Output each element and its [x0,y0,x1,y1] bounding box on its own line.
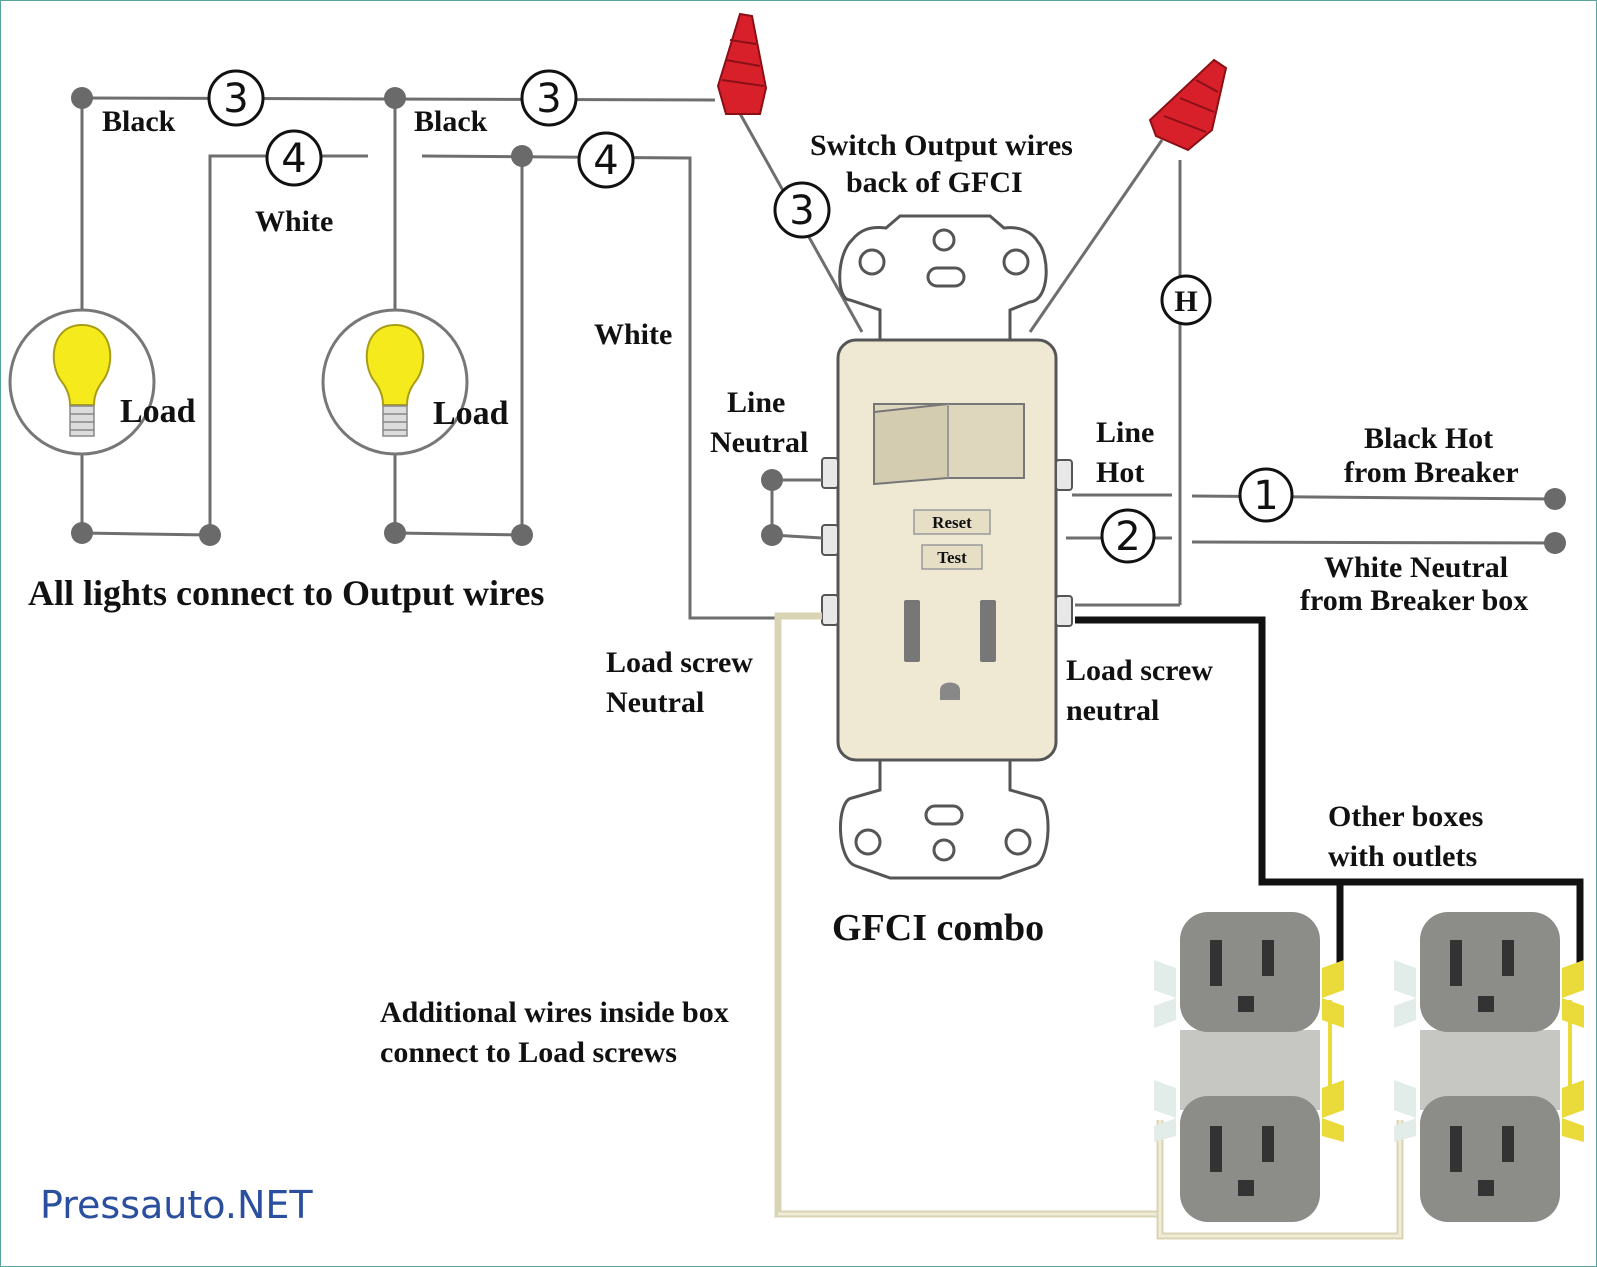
label-line-hot-1: Line [1096,416,1154,449]
marker-3-text: 3 [223,76,248,122]
label-other-boxes-2: with outlets [1328,840,1477,873]
duplex-outlet-2 [1394,912,1584,1222]
line-neutral-wires [761,469,823,546]
label-black-hot-1: Black Hot [1364,422,1493,455]
load-neutral-cream-wire [774,612,1404,1240]
label-white-mid: White [594,318,672,351]
junction-dots [71,87,533,546]
marker-1-text: 1 [1253,473,1278,519]
bulb-icon [365,323,425,437]
bulb-icon [52,323,112,437]
label-other-boxes-1: Other boxes [1328,800,1483,833]
wire-nut-icon [1148,58,1228,152]
labels: Black Black White White Load Load All li… [28,105,1528,1227]
duplex-outlet-1 [1154,912,1344,1222]
label-black-hot-2: from Breaker [1344,456,1519,489]
label-white-top: White [255,205,333,238]
label-line-neutral-1: Line [727,386,785,419]
marker-3-text: 3 [789,188,814,234]
marker-2-text: 2 [1115,514,1140,560]
wire-nut-icon [716,12,768,115]
label-line-hot-2: Hot [1096,456,1144,489]
marker-2: 2 [1100,508,1156,564]
label-additional-wires-2: connect to Load screws [380,1036,677,1069]
marker-4: 4 [577,131,635,189]
marker-h-text: H [1174,285,1197,318]
label-all-lights: All lights connect to Output wires [28,573,544,613]
label-load-screw-neutral-right-1: Load screw [1066,654,1213,687]
light-fixture-1 [8,308,156,456]
label-load-2: Load [433,395,509,432]
gfci-receptacle [904,600,996,700]
reset-button: Reset [913,509,991,535]
marker-4-text: 4 [593,138,618,184]
label-additional-wires-1: Additional wires inside box [380,996,729,1029]
marker-3: 3 [207,69,265,127]
marker-h: H [1160,274,1212,326]
marker-1: 1 [1238,467,1294,523]
watermark-text: Pressauto.NET [40,1183,313,1227]
label-load-1: Load [120,393,196,430]
label-gfci-combo: GFCI combo [832,907,1044,949]
label-white-neutral-1: White Neutral [1324,551,1508,584]
marker-3: 3 [773,181,831,239]
label-load-screw-neutral-left-2: Neutral [606,686,704,719]
light-fixture-2 [321,308,469,456]
label-line-neutral-2: Neutral [710,426,808,459]
test-label: Test [937,548,967,567]
marker-4-text: 4 [281,136,306,182]
rocker-switch [873,402,1025,486]
test-button: Test [921,544,983,570]
label-switch-output-1: Switch Output wires [810,129,1073,162]
label-black-1: Black [102,105,176,138]
label-load-screw-neutral-right-2: neutral [1066,694,1159,727]
label-white-neutral-2: from Breaker box [1300,584,1528,617]
load-hot-black-wire [1075,616,1584,965]
marker-3-text: 3 [536,76,561,122]
marker-4: 4 [265,129,323,187]
label-black-2: Black [414,105,488,138]
reset-label: Reset [932,513,972,532]
marker-3: 3 [520,69,578,127]
label-switch-output-2: back of GFCI [846,166,1023,199]
label-load-screw-neutral-left-1: Load screw [606,646,753,679]
